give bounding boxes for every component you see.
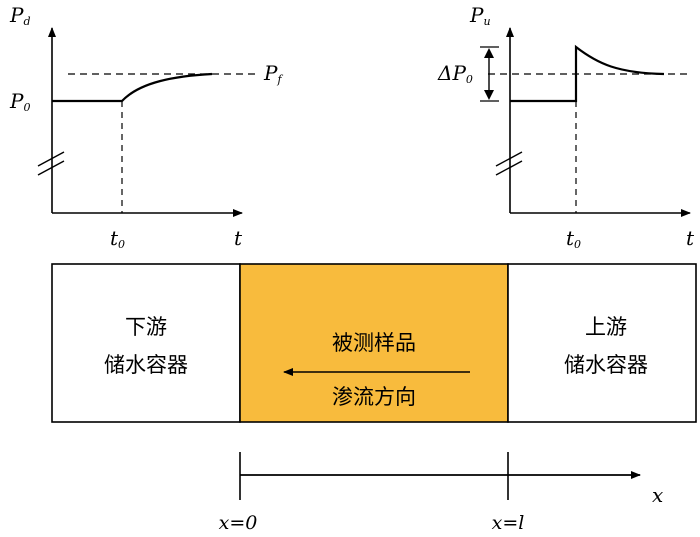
- right-t-axis-label: t: [686, 226, 695, 250]
- left-y-label: Pd: [9, 3, 31, 28]
- left-t0-label: t0: [110, 226, 125, 251]
- left-pressure-curve: [52, 72, 213, 103]
- flow-direction-label: 渗流方向: [332, 385, 416, 409]
- left-final-level-label: Pf: [263, 61, 283, 86]
- upstream-container: [507, 263, 697, 423]
- sample-label: 被测样品: [332, 331, 416, 355]
- right-axis-break-mark: [495, 151, 523, 167]
- delta-p0-label: ΔP0: [437, 61, 473, 86]
- x-position-axis: x x=0 x=l: [219, 452, 663, 534]
- x-axis-label: x: [652, 483, 663, 507]
- right-y-label: Pu: [469, 3, 491, 28]
- left-t-axis-label: t: [234, 226, 243, 250]
- downstream-label-line2: 储水容器: [104, 353, 188, 377]
- left-axis-break-mark: [37, 151, 65, 167]
- left-initial-level-label: P0: [9, 89, 30, 114]
- right-pressure-plot: Pu ΔP0 t0 t: [437, 3, 695, 251]
- right-axis-break-mark: [495, 160, 523, 176]
- container-strip: 下游 储水容器 被测样品 渗流方向 上游 储水容器: [51, 263, 697, 423]
- xl-label: x=l: [492, 512, 525, 534]
- downstream-label-line1: 下游: [125, 315, 167, 339]
- x0-label: x=0: [219, 512, 258, 534]
- right-t0-label: t0: [566, 226, 581, 251]
- left-pressure-plot: Pd P0 Pf t0 t: [9, 3, 283, 251]
- upstream-label-line1: 上游: [585, 315, 627, 339]
- downstream-container: [51, 263, 241, 423]
- left-axis-break-mark: [37, 160, 65, 176]
- upstream-label-line2: 储水容器: [564, 353, 648, 377]
- delta-arrowhead-up: [484, 48, 494, 58]
- delta-arrowhead-down: [484, 90, 494, 100]
- right-pressure-curve: [510, 44, 665, 103]
